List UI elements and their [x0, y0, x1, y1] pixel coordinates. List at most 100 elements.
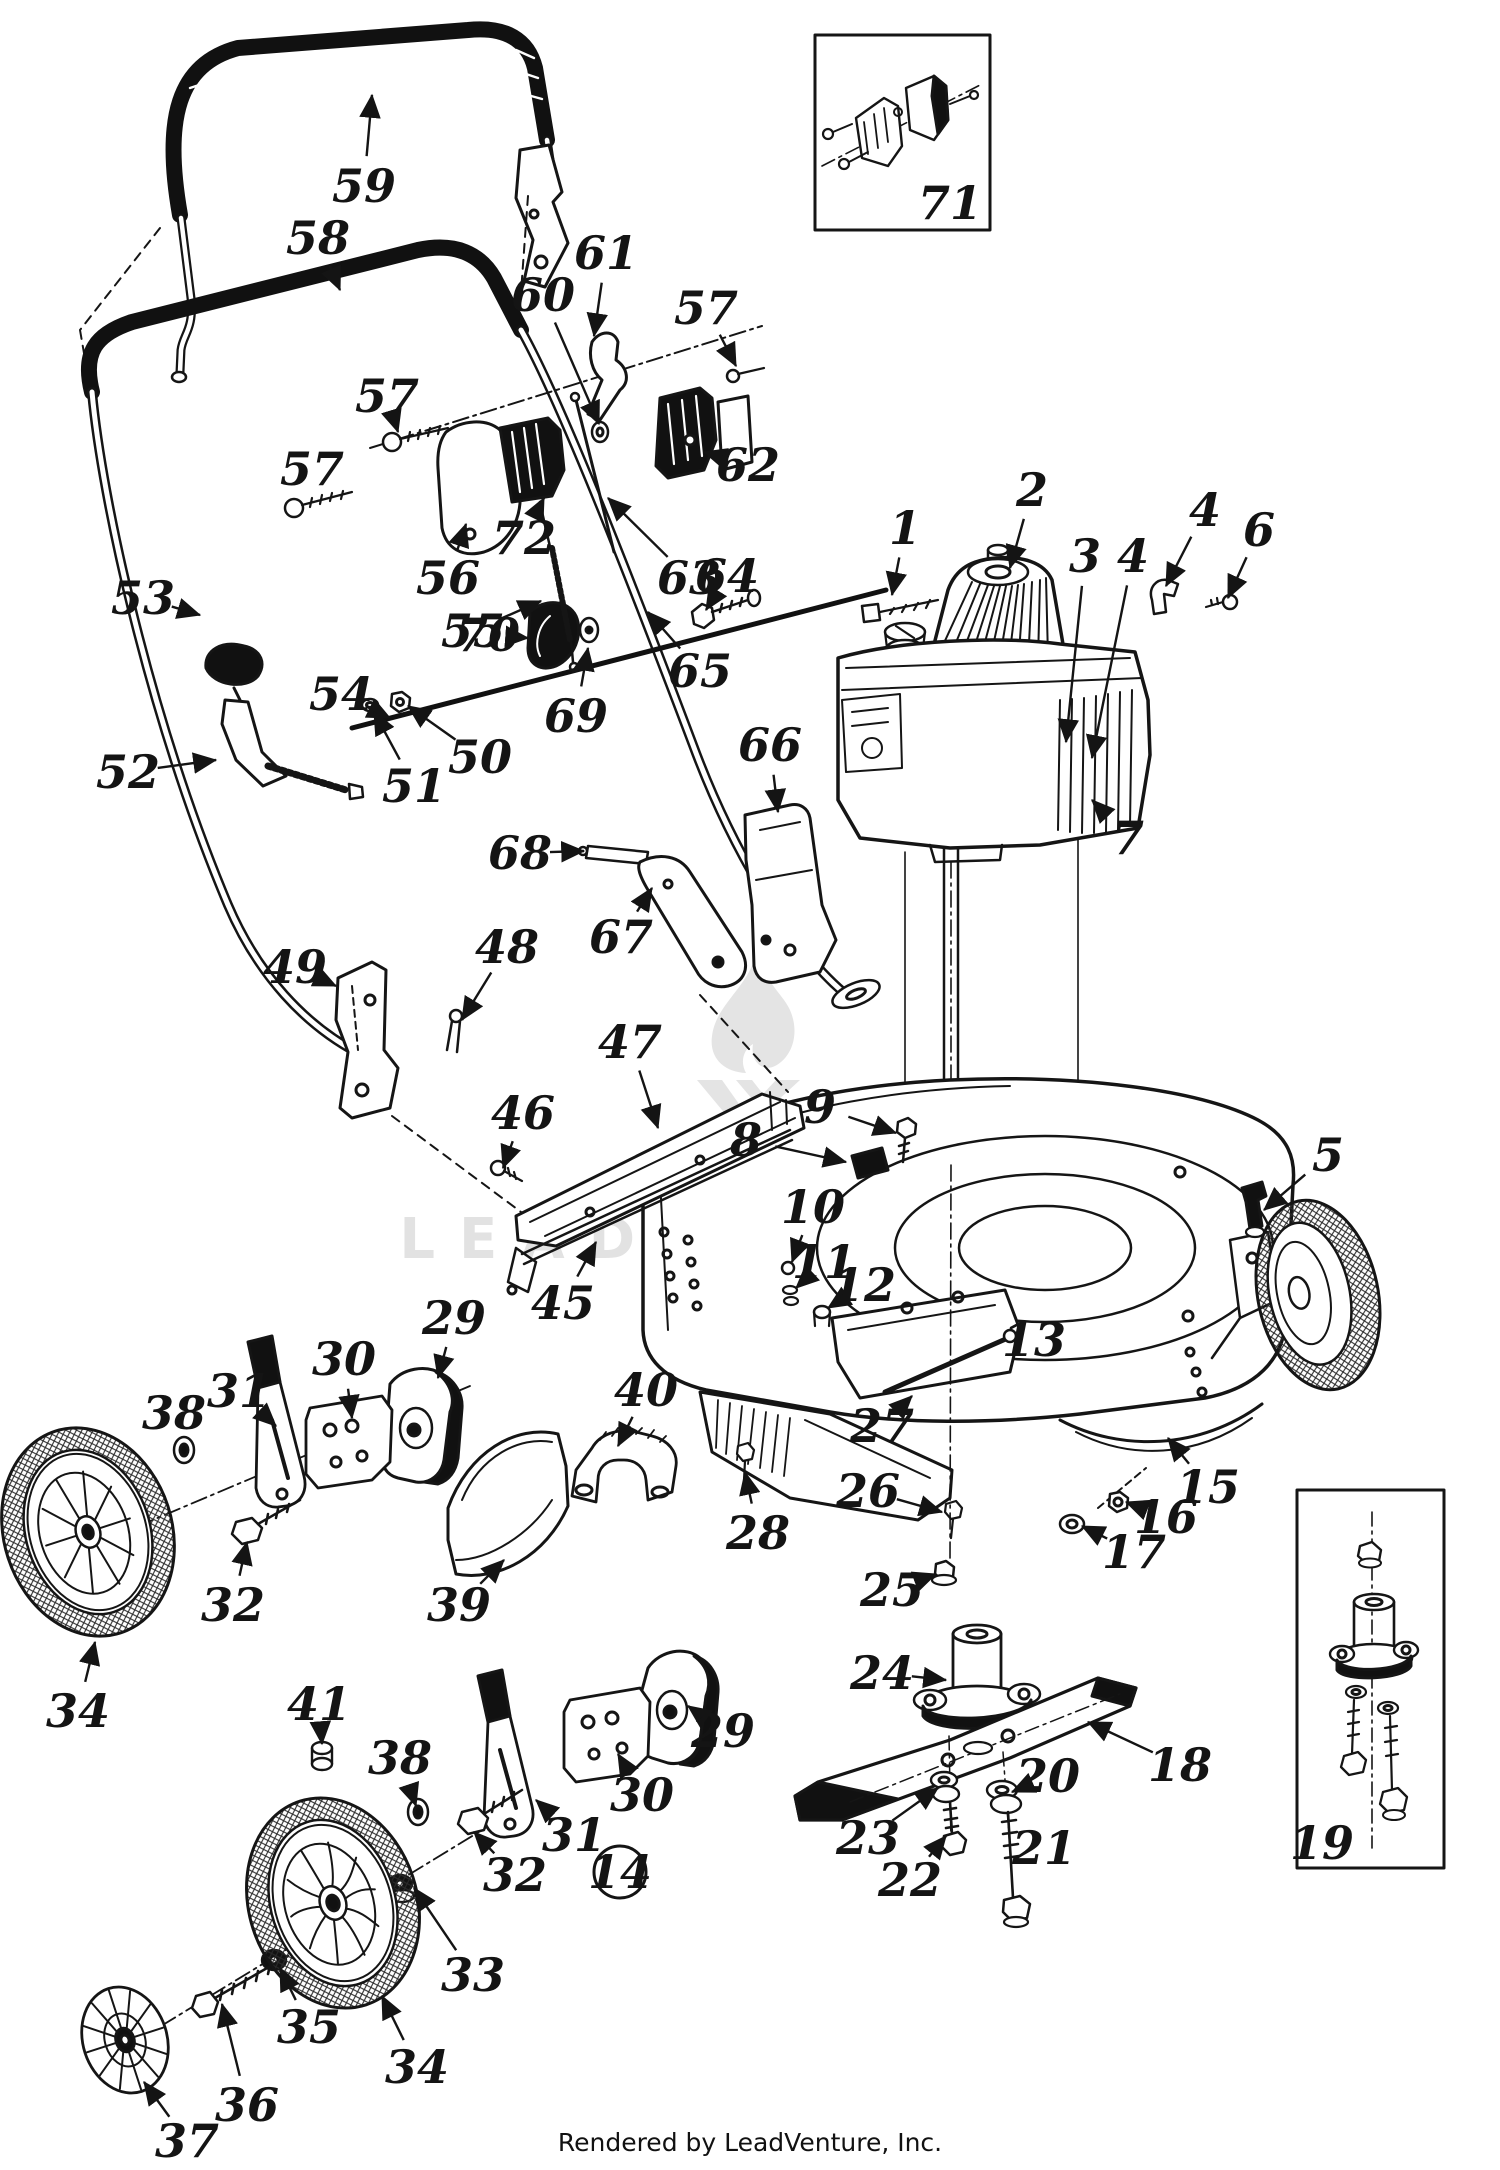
- leader-line-26: [896, 1495, 944, 1517]
- leader-line-11: [795, 1264, 821, 1289]
- handle-clamp-group: [204, 601, 600, 801]
- leader-line-15: [1167, 1437, 1191, 1465]
- callout-27-40: 27: [849, 1399, 914, 1453]
- leader-line-58: [321, 264, 342, 292]
- inset-box-71: [813, 33, 992, 232]
- callout-46-54: 46: [491, 1086, 555, 1140]
- callout-39-57: 39: [427, 1578, 491, 1632]
- leader-line-27: [888, 1395, 913, 1420]
- leader-line-69: [573, 646, 595, 687]
- engine: [836, 543, 1239, 1164]
- callout-17-52: 17: [1102, 1525, 1166, 1579]
- leader-line-68: [549, 840, 586, 863]
- callout-58-1: 58: [286, 211, 350, 265]
- leader-line-35: [278, 1966, 300, 2001]
- leader-line-32: [473, 1831, 498, 1856]
- callout-40-56: 40: [614, 1363, 678, 1417]
- leader-line-63: [607, 497, 669, 558]
- leader-line-51: [372, 710, 401, 761]
- leader-line-3: [1057, 585, 1084, 744]
- callout-4-30: 4: [1189, 483, 1221, 537]
- leader-line-72: [524, 496, 546, 524]
- callout-24-44: 24: [849, 1646, 914, 1700]
- right-wheel: [1240, 1180, 1382, 1392]
- inset-box-19: [1295, 1488, 1446, 1870]
- leader-line-52: [157, 752, 218, 774]
- callout-16-51: 16: [1134, 1490, 1198, 1544]
- callout-72-11: 72: [492, 511, 556, 565]
- leader-line-57: [715, 334, 738, 368]
- leader-line-59: [359, 93, 381, 157]
- leader-line-29: [433, 1346, 455, 1380]
- leader-line-30: [338, 1388, 360, 1420]
- callout-1-26: 1: [889, 501, 921, 555]
- callout-23-45: 23: [835, 1811, 900, 1865]
- leader-line-46: [500, 1140, 521, 1170]
- callout-3-28: 3: [1069, 529, 1101, 583]
- callout-11-37: 11: [792, 1235, 856, 1289]
- callout-69-18: 69: [544, 689, 608, 743]
- leader-line-47: [638, 1070, 662, 1130]
- leader-line-17: [1080, 1524, 1108, 1546]
- leader-line-5: [1263, 1173, 1307, 1211]
- callout-61-6: 61: [574, 226, 638, 280]
- leader-line-66: [764, 774, 787, 814]
- leader-line-2: [1005, 518, 1027, 570]
- callout-57-3: 57: [355, 369, 419, 423]
- callout-15-50: 15: [1176, 1460, 1240, 1514]
- leader-line-45: [575, 1240, 598, 1278]
- callout-29-58: 29: [421, 1291, 486, 1345]
- leader-line-31: [535, 1799, 561, 1824]
- callout-32-67: 32: [483, 1848, 547, 1902]
- callout-10-36: 10: [781, 1180, 845, 1234]
- callout-34-63: 34: [46, 1684, 110, 1738]
- callout-13-39: 13: [1002, 1313, 1066, 1367]
- hub-cap: [80, 1985, 170, 2095]
- leader-line-55: [499, 599, 543, 621]
- callout-25-43: 25: [859, 1563, 924, 1617]
- callout-37-74: 37: [155, 2114, 219, 2168]
- callout-55-10: 55: [441, 604, 505, 658]
- callout-30-59: 30: [312, 1332, 376, 1386]
- callout-49-22: 49: [263, 940, 327, 994]
- leader-line-48: [460, 971, 493, 1022]
- callout-18-49: 18: [1148, 1738, 1212, 1792]
- leader-line-41: [309, 1720, 332, 1746]
- leader-line-6: [1226, 556, 1248, 600]
- leader-line-57: [381, 407, 402, 434]
- leader-line-7: [1091, 799, 1116, 824]
- callout-9-35: 9: [804, 1080, 836, 1134]
- callout-66-21: 66: [738, 718, 802, 772]
- leader-line-31: [252, 1402, 277, 1427]
- handle-console: [283, 325, 766, 673]
- left-rear-wheel: [245, 1796, 421, 2010]
- callout-36-73: 36: [215, 2078, 279, 2132]
- leader-line-39: [479, 1559, 505, 1585]
- callout-14-77: 14: [588, 1845, 652, 1899]
- leader-line-8: [775, 1145, 848, 1168]
- leader-line-38: [398, 1780, 420, 1808]
- leader-line-64: [704, 584, 728, 612]
- leader-line-10: [790, 1234, 811, 1264]
- callout-65-25: 65: [668, 644, 732, 698]
- callout-47-53: 47: [598, 1015, 662, 1069]
- callout-28-42: 28: [725, 1506, 790, 1560]
- mower-drawing: [0, 21, 1446, 2095]
- callout-57-4: 57: [280, 442, 344, 496]
- callout-34-71: 34: [385, 2040, 449, 2094]
- callout-51-15: 51: [382, 759, 446, 813]
- callout-53-12: 53: [111, 571, 175, 625]
- leader-line-65: [647, 611, 682, 650]
- mower-deck: [641, 1077, 1296, 1535]
- callout-4-29: 4: [1117, 529, 1149, 583]
- callout-41-69: 41: [287, 1677, 351, 1731]
- leader-line-16: [1124, 1499, 1152, 1521]
- callout-30-65: 30: [610, 1768, 674, 1822]
- callout-21-47: 21: [1011, 1821, 1076, 1875]
- callout-45-55: 45: [531, 1276, 595, 1330]
- callout-29-64: 29: [690, 1704, 755, 1758]
- callout-33-68: 33: [441, 1948, 505, 2002]
- callout-54-13: 54: [309, 667, 373, 721]
